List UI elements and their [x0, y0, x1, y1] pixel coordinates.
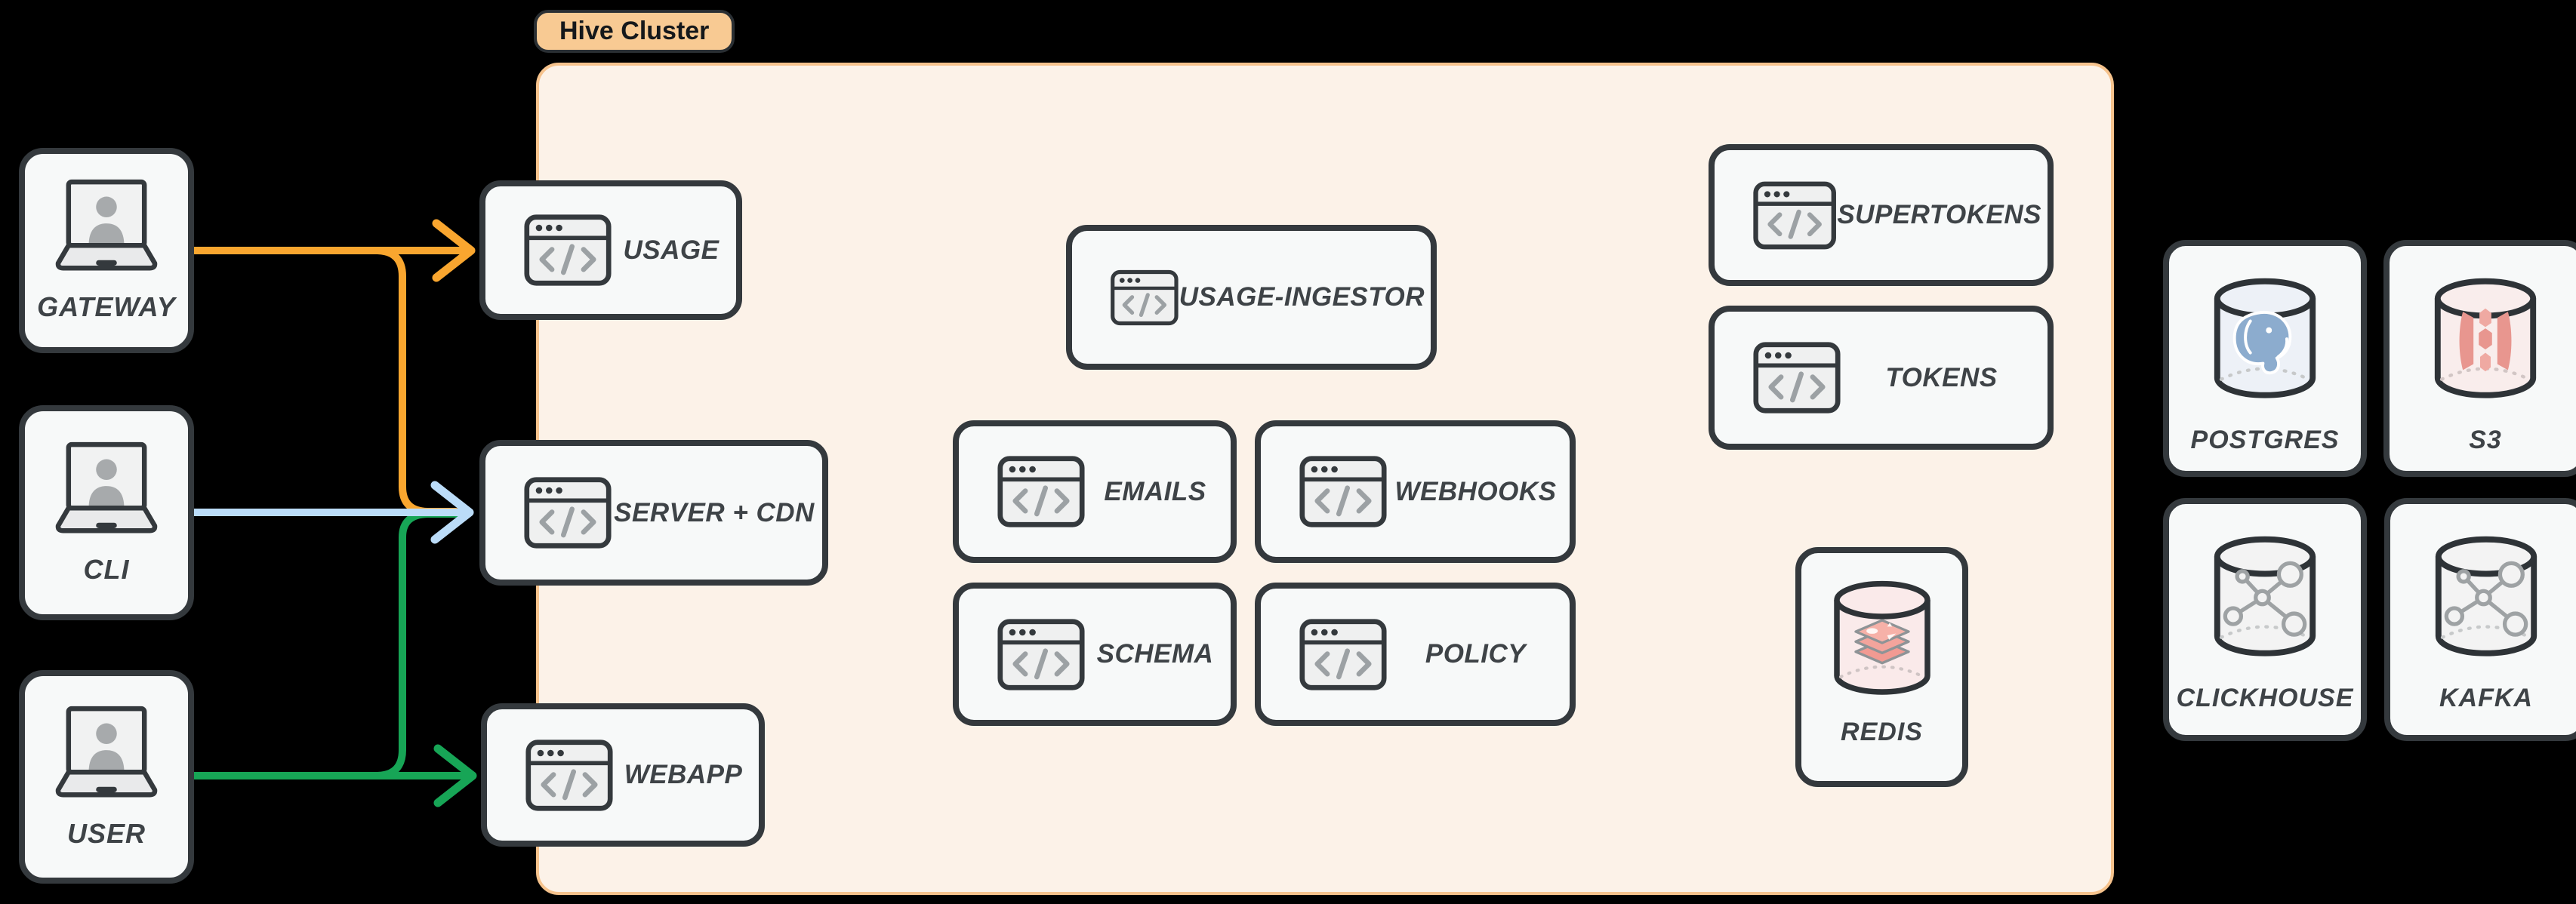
node-usage-ingestor: USAGE-INGESTOR: [1066, 225, 1437, 370]
node-label: POLICY: [1425, 639, 1527, 669]
node-label: TOKENS: [1885, 362, 1998, 392]
node-label: CLICKHOUSE: [2176, 684, 2354, 712]
node-label: REDIS: [1841, 718, 1923, 746]
node-webapp: WEBAPP: [481, 703, 765, 847]
node-server-cdn: SERVER + CDN: [479, 440, 828, 586]
node-label: WEBAPP: [624, 760, 743, 789]
node-label: USAGE: [623, 235, 719, 265]
node-redis: REDIS: [1795, 547, 1968, 787]
node-label: GATEWAY: [37, 291, 176, 322]
node-kafka: KAFKA: [2384, 498, 2576, 741]
node-label: KAFKA: [2439, 684, 2533, 712]
cluster-title-label: Hive Cluster: [559, 17, 710, 45]
node-user: USER: [19, 670, 194, 884]
code-window-icon: [1111, 269, 1179, 325]
code-window-icon: [524, 477, 612, 549]
node-emails: EMAILS: [953, 420, 1237, 563]
node-cli: CLI: [19, 405, 194, 620]
node-clickhouse: CLICKHOUSE: [2163, 498, 2367, 741]
node-supertokens: SUPERTOKENS: [1709, 144, 2054, 286]
code-window-icon: [997, 618, 1085, 690]
network-database-cylinder-icon: [2435, 536, 2537, 656]
node-postgres: POSTGRES: [2163, 240, 2367, 477]
s3-database-cylinder-icon: [2434, 278, 2537, 398]
redis-database-cylinder-icon: [1833, 580, 1930, 695]
code-window-icon: [1753, 181, 1836, 249]
code-window-icon: [1753, 342, 1841, 414]
node-label: WEBHOOKS: [1394, 476, 1557, 506]
code-window-icon: [997, 456, 1085, 527]
node-label: USAGE-INGESTOR: [1179, 282, 1425, 312]
node-label: CLI: [83, 553, 130, 585]
node-label: S3: [2469, 426, 2502, 454]
code-window-icon: [1299, 618, 1387, 690]
node-label: SUPERTOKENS: [1837, 200, 2041, 229]
edge-user-servercdn: [374, 510, 460, 779]
node-policy: POLICY: [1255, 583, 1576, 726]
cluster-title: Hive Cluster: [534, 10, 735, 53]
edge-gateway-servercdn: [374, 247, 460, 515]
node-tokens: TOKENS: [1709, 306, 2054, 450]
node-label: USER: [66, 817, 146, 849]
laptop-user-icon: [55, 441, 158, 533]
code-window-icon: [524, 214, 612, 286]
node-s3: S3: [2383, 240, 2576, 477]
node-webhooks: WEBHOOKS: [1255, 420, 1576, 563]
node-schema: SCHEMA: [953, 583, 1237, 726]
laptop-user-icon: [55, 706, 158, 797]
node-label: POSTGRES: [2190, 426, 2340, 454]
arrowhead-webapp: [433, 744, 477, 807]
node-gateway: GATEWAY: [19, 148, 194, 353]
node-label: SCHEMA: [1096, 639, 1214, 669]
network-database-cylinder-icon: [2214, 536, 2316, 656]
laptop-user-icon: [55, 179, 158, 271]
code-window-icon: [1299, 456, 1387, 527]
arrowhead-servercdn: [430, 481, 474, 544]
postgres-database-cylinder-icon: [2214, 278, 2316, 398]
node-label: EMAILS: [1104, 476, 1206, 506]
arrowhead-usage: [432, 219, 476, 282]
code-window-icon: [525, 739, 613, 811]
node-usage: USAGE: [479, 180, 742, 320]
node-label: SERVER + CDN: [614, 497, 815, 527]
